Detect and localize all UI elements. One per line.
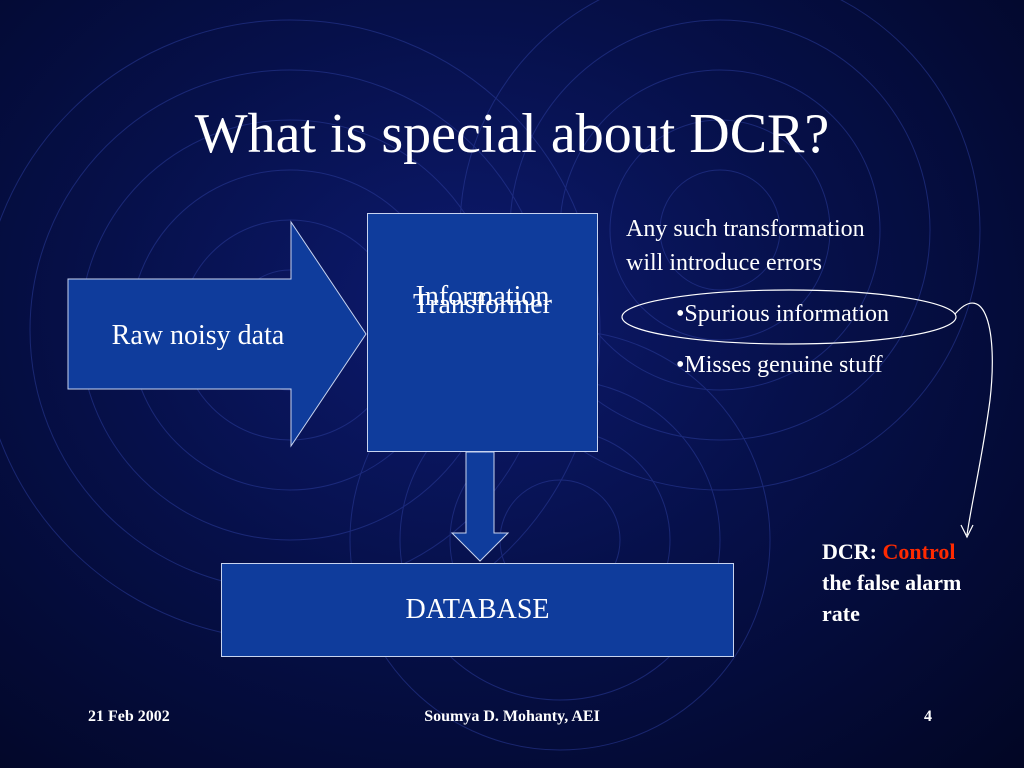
footer-page-number: 4: [924, 708, 932, 725]
bullet-misses: •Misses genuine stuff: [676, 352, 883, 378]
dcr-line2: the false alarm: [822, 570, 962, 595]
curved-pointer-arrow: [954, 302, 993, 536]
dcr-highlight: Control: [882, 539, 956, 564]
footer-author: Soumya D. Mohanty, AEI: [424, 708, 600, 725]
spurious-highlight-ellipse: [621, 289, 957, 345]
raw-noisy-data-label: Raw noisy data: [111, 320, 285, 351]
note-line1: Any such transformation: [626, 216, 865, 242]
slide-title: What is special about DCR?: [194, 103, 830, 165]
raw-data-arrow: [67, 220, 367, 448]
transformation-note: Any such transformation will introduce e…: [626, 212, 865, 280]
transformer-label-line1: Information: [415, 280, 550, 312]
database-label: DATABASE: [405, 594, 550, 625]
dcr-line3: rate: [822, 601, 860, 626]
database-box: DATABASE: [221, 563, 734, 657]
note-line2: will introduce errors: [626, 250, 822, 276]
dcr-note: DCR: Control the false alarm rate: [822, 536, 1012, 629]
dcr-prefix: DCR:: [822, 539, 877, 564]
information-transformer-box: Information Transformer: [367, 213, 598, 452]
down-arrow: [450, 451, 510, 562]
bullet-spurious: •Spurious information: [676, 301, 890, 327]
transformer-label-line2: Transformer: [413, 288, 552, 320]
pointer-arrowhead: [960, 524, 974, 539]
footer-date: 21 Feb 2002: [88, 708, 170, 725]
